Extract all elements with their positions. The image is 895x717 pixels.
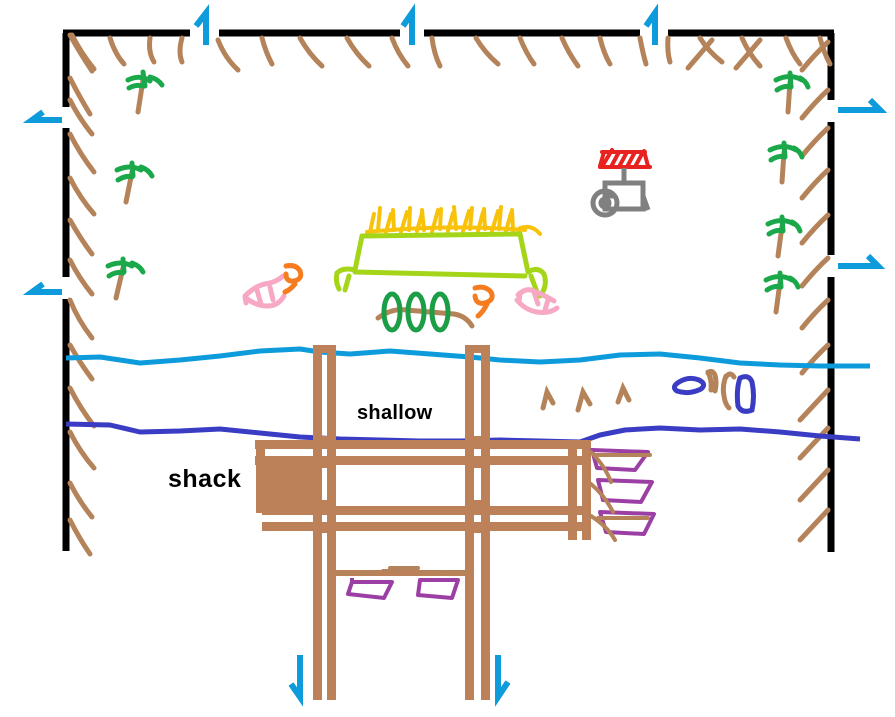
- bush: [405, 291, 427, 333]
- entrance-arrows[interactable]: [22, 3, 888, 707]
- small-boats: [671, 368, 756, 414]
- entrance-arrow-top-left[interactable]: [193, 4, 209, 45]
- mooring-lines: [333, 566, 467, 575]
- small-boat-blue: [671, 368, 719, 396]
- cart-body: [590, 168, 651, 218]
- entrance-arrow-bottom-right[interactable]: [495, 655, 511, 707]
- bush-row: [375, 291, 475, 333]
- entrance-arrow-right-upper[interactable]: [838, 97, 888, 113]
- cliff-hatch-marks: [67, 32, 833, 557]
- palm-tree: [125, 69, 165, 115]
- entrance-arrow-right-lower[interactable]: [838, 253, 886, 269]
- entrance-arrow-bottom-left[interactable]: [288, 655, 303, 707]
- pier-plank: [568, 440, 577, 540]
- boat-ropes-east: [589, 450, 652, 542]
- palm-tree: [765, 214, 803, 259]
- palm-tree: [114, 160, 155, 205]
- bush: [429, 291, 451, 333]
- beach-towel: [514, 287, 560, 315]
- pier-plank: [465, 345, 490, 353]
- beach-towel: [242, 273, 287, 309]
- hut-frame: [333, 231, 548, 299]
- food-cart: [590, 148, 652, 218]
- palm-trees-left: [105, 69, 165, 301]
- pier-plank: [262, 506, 582, 515]
- pier-rungs: [313, 436, 490, 533]
- orange-marker: [282, 263, 304, 295]
- moored-boats-bottom: [346, 578, 460, 600]
- pier-plank: [582, 440, 591, 540]
- beach-towels: [242, 273, 560, 315]
- pier-structure: [255, 345, 591, 700]
- shallow-posts: [540, 381, 632, 413]
- small-boat-blue: [720, 371, 756, 414]
- shoreline-dark: [65, 421, 861, 445]
- label-shallow: shallow: [357, 402, 433, 424]
- pier-plank: [256, 504, 318, 513]
- orange-markers: [282, 263, 495, 319]
- palm-tree: [773, 70, 811, 115]
- cart-awning: [598, 148, 652, 169]
- shack-building: [265, 456, 313, 506]
- hut-thatch: [365, 205, 542, 236]
- palm-tree: [105, 256, 146, 301]
- moored-boat: [346, 578, 394, 600]
- moored-boat: [416, 578, 460, 600]
- entrance-arrow-top-right[interactable]: [643, 3, 658, 45]
- entrance-arrow-top-mid[interactable]: [400, 3, 415, 45]
- pier-plank: [262, 522, 582, 531]
- bush: [381, 291, 403, 333]
- pier-plank: [255, 456, 585, 465]
- orange-marker: [472, 284, 495, 319]
- pier-plank: [255, 440, 585, 449]
- thatched-hut: [333, 205, 548, 299]
- entrance-arrow-left-lower[interactable]: [22, 281, 62, 295]
- entrance-arrow-left-upper[interactable]: [22, 109, 62, 123]
- palm-tree: [763, 270, 801, 315]
- moored-boat: [590, 448, 650, 472]
- pier-plank: [313, 345, 336, 353]
- shoreline-light: [65, 346, 870, 369]
- pier-plank: [256, 440, 265, 510]
- label-shack: shack: [168, 465, 242, 493]
- palm-tree: [767, 140, 805, 185]
- palm-trees-right: [763, 70, 811, 315]
